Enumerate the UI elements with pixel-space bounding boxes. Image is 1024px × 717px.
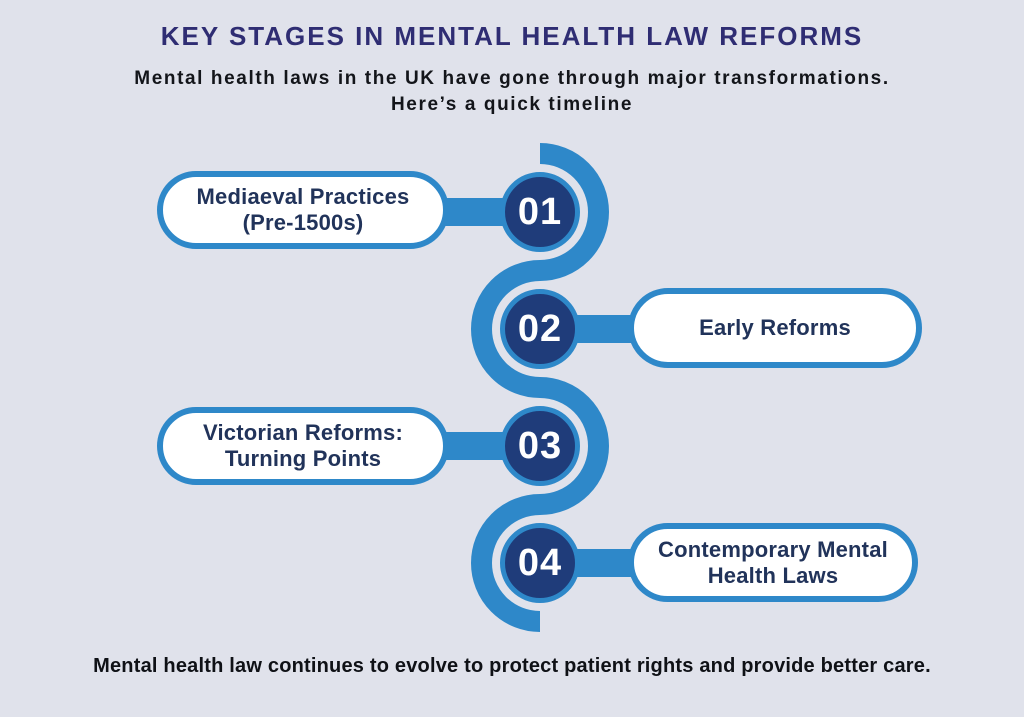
stage-2-number: 02 (517, 307, 563, 350)
stage-1-label-line-1: Mediaeval Practices (196, 184, 410, 210)
page-title: KEY STAGES IN MENTAL HEALTH LAW REFORMS (160, 21, 864, 51)
stage-4-number-circle: 04 (500, 523, 580, 603)
subtitle-line-1: Mental health laws in the UK have gone t… (134, 68, 890, 89)
stage-4-label-line-2: Health Laws (707, 562, 839, 588)
stage-4-pill: Contemporary Mental Health Laws (628, 523, 918, 602)
stage-1-pill: Mediaeval Practices (Pre-1500s) (157, 171, 449, 249)
subtitle-line-2: Here’s a quick timeline (390, 94, 633, 116)
stage-3-label-line-2: Turning Points (224, 446, 382, 471)
stage-2-pill: Early Reforms (628, 288, 922, 368)
stage-2-number-circle: 02 (500, 289, 580, 369)
stage-2-label-line-1: Early Reforms (699, 315, 851, 341)
subtitle: Mental health laws in the UK have gone t… (0, 66, 1024, 118)
stage-3-label-line-1: Victorian Reforms: (202, 420, 404, 446)
stage-3-number-circle: 03 (500, 406, 580, 486)
stage-3-pill: Victorian Reforms: Turning Points (157, 407, 449, 485)
stage-4-label-line-1: Contemporary Mental (658, 536, 888, 562)
stage-1-number: 01 (517, 190, 563, 233)
stage-1-number-circle: 01 (500, 172, 580, 252)
stage-3-number: 03 (517, 424, 563, 467)
stage-4-number: 04 (517, 541, 563, 584)
stage-1-label-line-2: (Pre-1500s) (242, 210, 364, 235)
footer-note: Mental health law continues to evolve to… (93, 655, 931, 677)
